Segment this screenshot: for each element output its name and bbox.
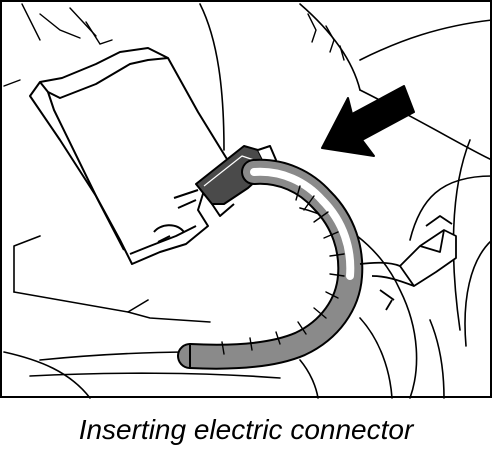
figure-frame <box>0 0 492 398</box>
connector-diagram <box>0 0 492 399</box>
wiring-harness <box>177 158 364 370</box>
housing-shell <box>3 3 492 399</box>
upper-bracket <box>3 3 345 87</box>
arrow-left-down-icon <box>321 85 415 157</box>
control-module <box>29 47 231 265</box>
figure-caption: Inserting electric connector <box>78 414 414 445</box>
side-connector <box>359 215 457 311</box>
illustration <box>0 0 492 399</box>
